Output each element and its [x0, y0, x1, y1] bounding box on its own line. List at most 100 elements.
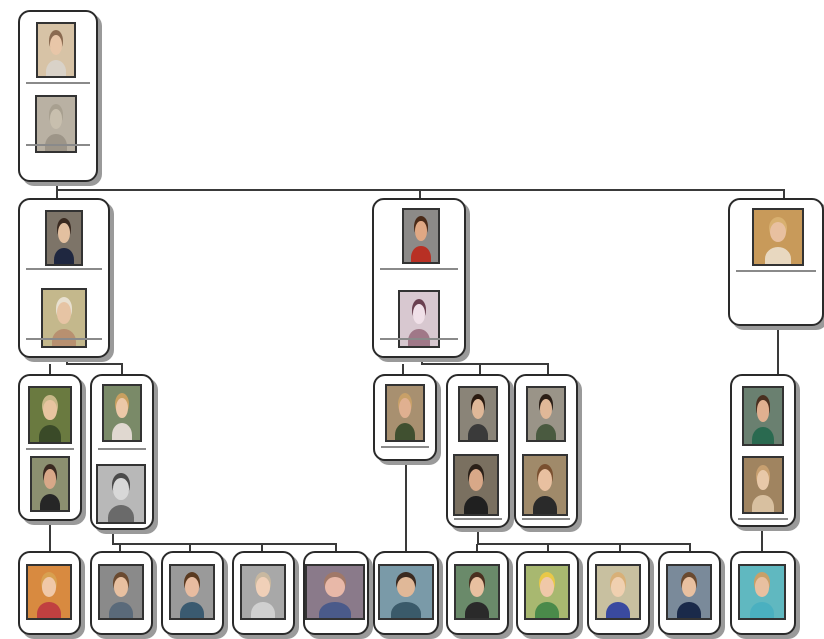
person-photo[interactable]	[742, 386, 784, 446]
person-card-gen3-e[interactable]	[514, 374, 578, 528]
person-photo[interactable]	[28, 386, 72, 444]
person-card-gen4-6[interactable]	[373, 551, 439, 635]
person-card-root[interactable]	[18, 10, 98, 182]
photo-face	[469, 577, 485, 598]
card-divider	[26, 82, 90, 84]
person-photo[interactable]	[752, 208, 804, 266]
photo-face	[115, 397, 129, 419]
person-card-gen4-7[interactable]	[446, 551, 509, 635]
photo-shoulders	[319, 601, 351, 618]
card-detail-lines	[26, 510, 74, 515]
person-card-gen4-4[interactable]	[232, 551, 295, 635]
card-detail-lines	[738, 516, 788, 521]
spouse-photo[interactable]	[41, 288, 87, 348]
person-photo[interactable]	[240, 564, 286, 620]
photo-shoulders	[37, 601, 61, 618]
person-photo[interactable]	[402, 208, 440, 264]
person-photo[interactable]	[102, 384, 142, 442]
connector-root-to-gen2	[56, 183, 785, 198]
person-photo[interactable]	[458, 386, 498, 442]
photo-face	[681, 577, 697, 598]
photo-face	[756, 400, 770, 422]
photo-shoulders	[45, 59, 67, 76]
photo-face	[58, 223, 70, 244]
spouse-photo[interactable]	[30, 456, 70, 512]
card-divider	[26, 268, 102, 270]
connector-gen3-d-to-gen4	[476, 528, 691, 551]
card-divider	[98, 448, 146, 450]
person-card-gen4-3[interactable]	[161, 551, 224, 635]
card-detail-lines	[26, 342, 102, 352]
photo-face	[471, 399, 485, 420]
card-detail-lines	[26, 159, 90, 174]
person-card-gen4-9[interactable]	[587, 551, 650, 635]
person-card-gen3-a[interactable]	[18, 374, 82, 521]
photo-face	[412, 303, 426, 325]
person-card-gen2-left[interactable]	[18, 198, 110, 358]
photo-shoulders	[39, 493, 61, 510]
photo-shoulders	[38, 425, 62, 442]
photo-shoulders	[391, 601, 421, 618]
photo-face	[539, 399, 553, 420]
person-card-gen4-11[interactable]	[730, 551, 796, 635]
card-divider	[26, 338, 102, 340]
detail-line-placeholder	[98, 519, 146, 524]
photo-face	[43, 399, 57, 421]
person-card-gen4-10[interactable]	[658, 551, 721, 635]
card-detail-lines	[98, 519, 146, 524]
spouse-photo[interactable]	[398, 290, 440, 348]
person-photo[interactable]	[526, 386, 566, 442]
spouse-photo[interactable]	[35, 95, 77, 153]
person-photo[interactable]	[26, 564, 72, 620]
connector-gen2-mid-to-gen3	[402, 358, 549, 374]
person-photo[interactable]	[169, 564, 215, 620]
photo-face	[769, 221, 787, 243]
person-card-gen3-b[interactable]	[90, 374, 154, 530]
card-divider	[380, 268, 458, 270]
person-card-gen4-5[interactable]	[303, 551, 369, 635]
card-detail-lines	[522, 517, 570, 522]
card-divider	[381, 446, 429, 448]
card-divider	[736, 270, 816, 272]
person-photo[interactable]	[524, 564, 570, 620]
photo-shoulders	[764, 247, 792, 264]
person-card-gen3-f[interactable]	[730, 374, 796, 527]
person-photo[interactable]	[45, 210, 83, 266]
photo-face	[255, 577, 271, 598]
detail-line-placeholder	[26, 347, 102, 352]
person-card-gen3-c[interactable]	[373, 374, 437, 461]
spouse-photo[interactable]	[453, 454, 499, 516]
person-photo[interactable]	[36, 22, 76, 78]
photo-face	[56, 302, 72, 324]
person-card-gen4-1[interactable]	[18, 551, 81, 635]
person-card-gen2-mid[interactable]	[372, 198, 466, 358]
photo-shoulders	[749, 601, 775, 618]
person-photo[interactable]	[305, 564, 365, 620]
person-card-gen2-right[interactable]	[728, 198, 824, 326]
person-photo[interactable]	[595, 564, 641, 620]
spouse-photo[interactable]	[96, 464, 146, 524]
photo-face	[610, 577, 626, 598]
photo-face	[184, 577, 200, 598]
spouse-photo[interactable]	[522, 454, 568, 516]
photo-shoulders	[180, 601, 204, 618]
photo-face	[397, 577, 415, 598]
photo-shoulders	[467, 423, 489, 440]
person-photo[interactable]	[666, 564, 712, 620]
photo-face	[537, 468, 553, 491]
detail-line-placeholder	[380, 347, 458, 352]
photo-shoulders	[251, 601, 275, 618]
person-photo[interactable]	[98, 564, 144, 620]
photo-shoulders	[111, 423, 133, 440]
person-photo[interactable]	[385, 384, 425, 442]
connector-gen2-left-to-gen3	[49, 358, 123, 374]
photo-shoulders	[752, 495, 774, 512]
person-card-gen4-8[interactable]	[516, 551, 579, 635]
person-card-gen3-d[interactable]	[446, 374, 510, 528]
photo-shoulders	[535, 601, 559, 618]
person-card-gen4-2[interactable]	[90, 551, 153, 635]
person-photo[interactable]	[454, 564, 500, 620]
person-photo[interactable]	[738, 564, 786, 620]
spouse-photo[interactable]	[742, 456, 784, 514]
person-photo[interactable]	[378, 564, 434, 620]
